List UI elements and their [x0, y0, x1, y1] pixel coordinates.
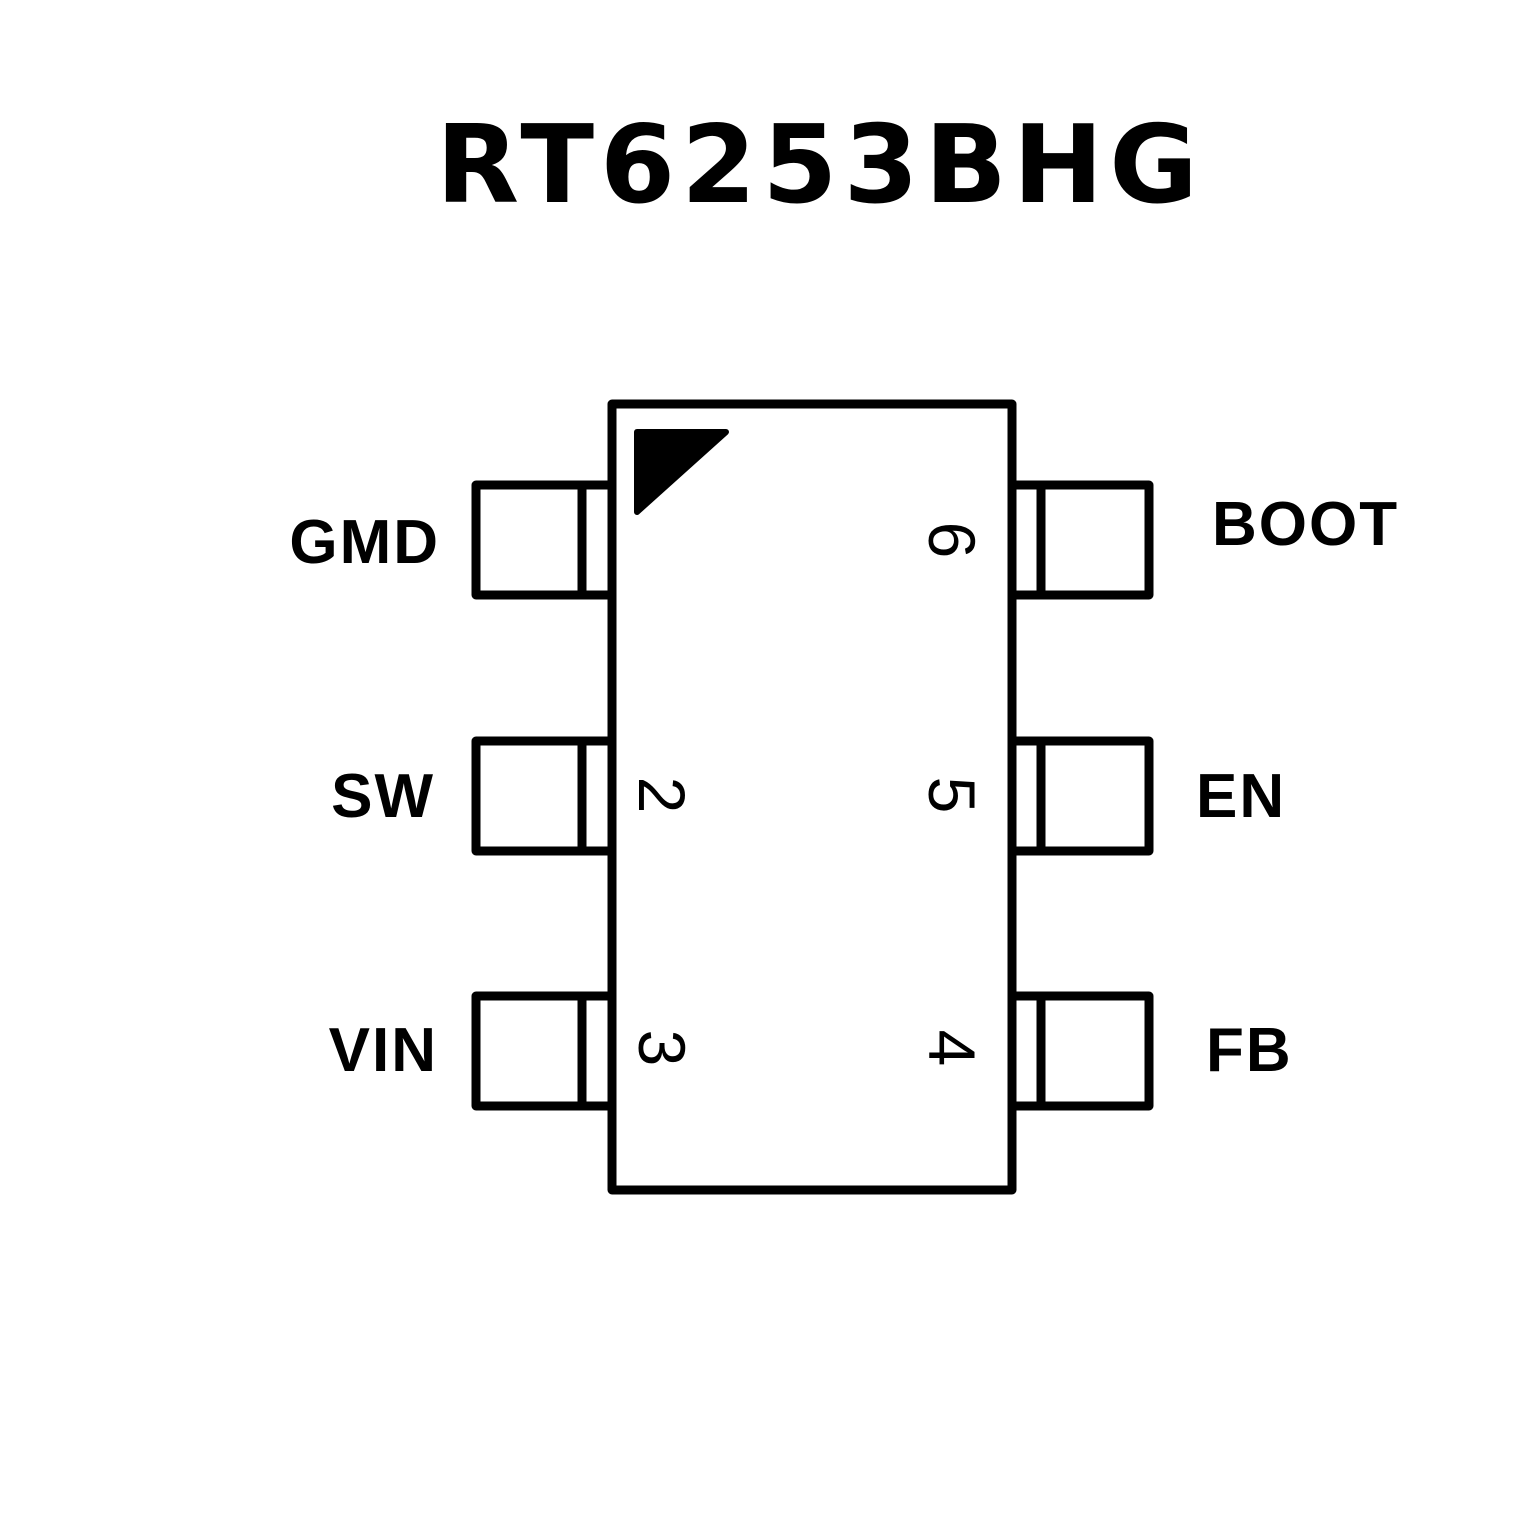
pin-2-lead [471, 736, 617, 856]
pin-number-4: 4 [915, 1029, 989, 1067]
pin-4-lead [1007, 991, 1154, 1111]
chip-title: RT6253BHG [436, 103, 1204, 228]
pin-5-lead [1007, 736, 1154, 856]
pin-label-gmd: GMD [289, 508, 440, 577]
pin-3-lead [471, 991, 617, 1111]
pin-label-vin: VIN [328, 1016, 438, 1085]
pin-label-sw: SW [331, 762, 435, 831]
pin-label-boot: BOOT [1212, 490, 1400, 559]
pin-number-5: 5 [915, 776, 989, 814]
pin1-marker-triangle-icon [634, 429, 729, 515]
pin-6-lead [1007, 480, 1154, 600]
pin-label-en: EN [1196, 762, 1287, 831]
pin-label-fb: FB [1206, 1016, 1293, 1085]
pin-1-lead [471, 480, 617, 600]
pin-number-2: 2 [625, 776, 699, 814]
pin-number-3: 3 [625, 1029, 699, 1067]
pin-number-6: 6 [915, 521, 989, 559]
